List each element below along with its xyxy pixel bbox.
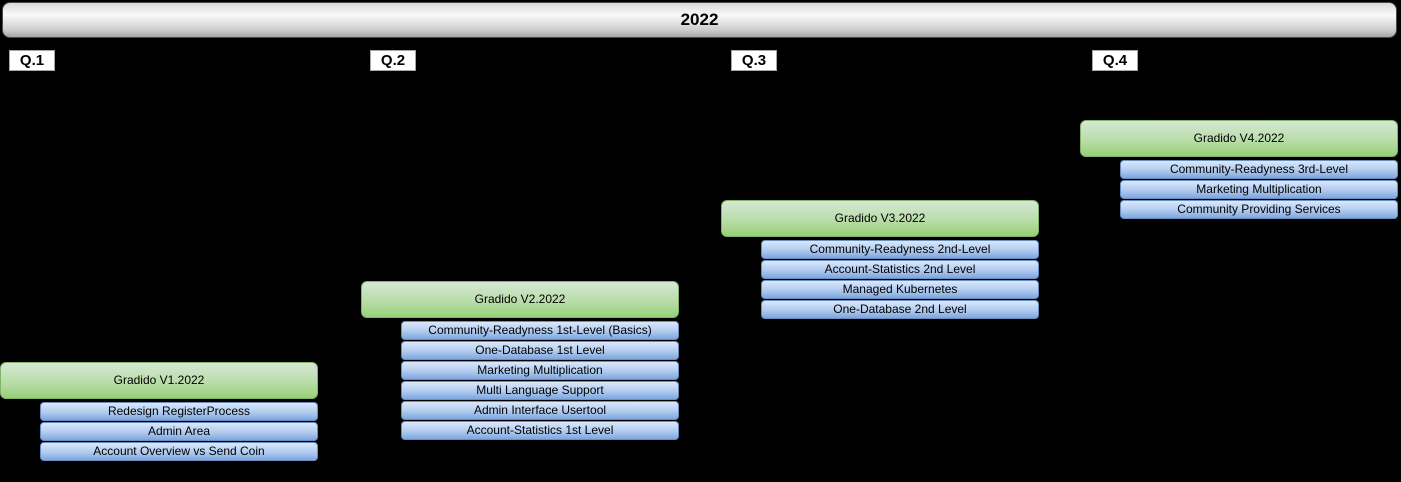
roadmap-item: Account-Statistics 1st Level (401, 421, 679, 440)
roadmap-item: Admin Area (40, 422, 318, 441)
quarter-label-q2: Q.2 (370, 50, 416, 71)
roadmap-item: One-Database 2nd Level (761, 300, 1039, 319)
quarter-group-q3: Gradido V3.2022 Community-Readyness 2nd-… (721, 200, 1039, 320)
item-list-q3: Community-Readyness 2nd-Level Account-St… (761, 240, 1039, 319)
roadmap-item: Community Providing Services (1120, 200, 1398, 219)
quarter-group-q1: Gradido V1.2022 Redesign RegisterProcess… (0, 362, 318, 462)
item-list-q4: Community-Readyness 3rd-Level Marketing … (1120, 160, 1398, 219)
quarter-group-q2: Gradido V2.2022 Community-Readyness 1st-… (361, 281, 679, 441)
roadmap-item: Community-Readyness 2nd-Level (761, 240, 1039, 259)
roadmap-item: One-Database 1st Level (401, 341, 679, 360)
roadmap-item: Community-Readyness 3rd-Level (1120, 160, 1398, 179)
quarter-label-q3: Q.3 (731, 50, 777, 71)
roadmap-item: Admin Interface Usertool (401, 401, 679, 420)
release-box-q2: Gradido V2.2022 (361, 281, 679, 318)
release-box-q3: Gradido V3.2022 (721, 200, 1039, 237)
roadmap-item: Community-Readyness 1st-Level (Basics) (401, 321, 679, 340)
quarter-label-q1: Q.1 (9, 50, 55, 71)
roadmap-item: Account Overview vs Send Coin (40, 442, 318, 461)
roadmap-item: Managed Kubernetes (761, 280, 1039, 299)
roadmap-item: Redesign RegisterProcess (40, 402, 318, 421)
roadmap-item: Marketing Multiplication (401, 361, 679, 380)
roadmap-item: Account-Statistics 2nd Level (761, 260, 1039, 279)
quarter-group-q4: Gradido V4.2022 Community-Readyness 3rd-… (1080, 120, 1398, 220)
release-box-q4: Gradido V4.2022 (1080, 120, 1398, 157)
quarter-label-q4: Q.4 (1092, 50, 1138, 71)
roadmap-item: Marketing Multiplication (1120, 180, 1398, 199)
item-list-q2: Community-Readyness 1st-Level (Basics) O… (401, 321, 679, 440)
year-header: 2022 (2, 2, 1397, 38)
release-box-q1: Gradido V1.2022 (0, 362, 318, 399)
roadmap-item: Multi Language Support (401, 381, 679, 400)
item-list-q1: Redesign RegisterProcess Admin Area Acco… (40, 402, 318, 461)
